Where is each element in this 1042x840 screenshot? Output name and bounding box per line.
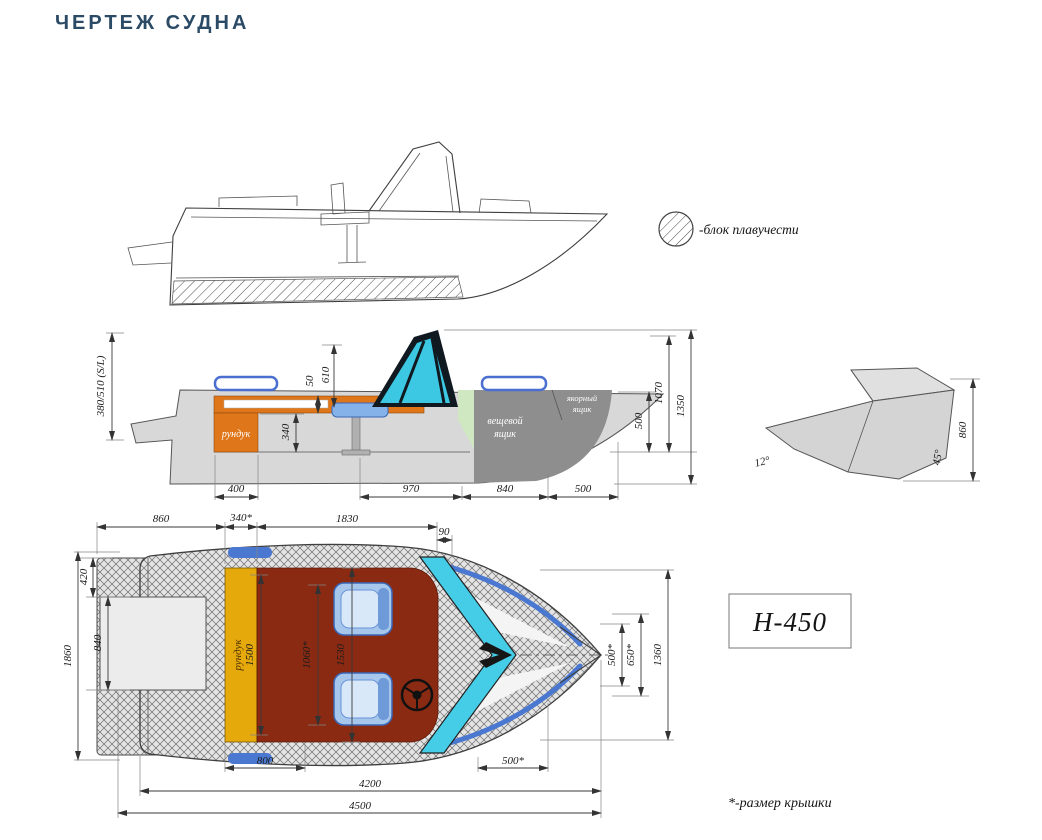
profile-stern-rail	[218, 195, 298, 207]
cutaway-gear-box	[474, 390, 612, 483]
dim-1070-label: 1070	[653, 382, 665, 405]
page-title: ЧЕРТЕЖ СУДНА	[55, 12, 249, 34]
transom-hull	[764, 389, 955, 480]
transom-view: 860 12° 45°	[753, 367, 980, 482]
cutaway-green-panel	[458, 390, 474, 449]
steering-wheel	[400, 678, 434, 712]
top-seat-helm	[333, 582, 393, 636]
top-dim-500-bottom-label: 500*	[502, 755, 525, 767]
buoyancy-legend-swatch	[658, 211, 694, 247]
top-dim-1830-label: 1830	[336, 513, 359, 525]
top-dim-860-label: 860	[153, 513, 170, 525]
model-plate-box	[728, 593, 852, 649]
runduk-cutaway-label: рундук	[221, 429, 251, 440]
profile-buoyancy-block	[171, 276, 464, 305]
top-seat-passenger	[333, 672, 393, 726]
anchor-box-label-line1: якорный	[566, 393, 598, 403]
model-plate: H-450	[728, 593, 852, 649]
buoyancy-legend: -блок плавучести	[658, 211, 799, 247]
seat-base	[341, 449, 371, 456]
dim-1350-label: 1350	[675, 395, 687, 418]
profile-windshield	[368, 141, 461, 214]
angle-45-label: 45°	[931, 448, 946, 466]
top-dim-840-label: 840	[92, 634, 104, 651]
top-bow-wedge-upper	[472, 596, 570, 647]
top-dim-1530-label: 1530	[335, 644, 347, 667]
dim-transom-height-label: 380/510 (S/L)	[95, 355, 107, 417]
cutaway-dimensions: 380/510 (S/L) 50 610 340 500 1070 1350 4…	[95, 329, 697, 500]
cutaway-windshield-glass	[380, 338, 450, 403]
dim-840-label: 840	[497, 483, 514, 495]
top-windshield	[418, 556, 517, 754]
model-label: H-450	[752, 607, 827, 637]
cutaway-bow-rail	[480, 375, 548, 392]
dim-500-right-label: 500	[633, 412, 645, 429]
top-dim-90-label: 90	[439, 526, 451, 538]
cutaway-view: рундук вещевой ящик якорный ящик	[130, 330, 665, 485]
dim-610-label: 610	[320, 366, 332, 383]
top-dim-4500-label: 4500	[349, 800, 372, 812]
top-bow-wedge-lower	[472, 663, 570, 714]
top-dim-800-label: 800	[257, 755, 274, 767]
top-dim-650-label: 650*	[625, 644, 637, 667]
cutaway-shelf-insert	[223, 399, 329, 409]
profile-motor-bracket	[127, 241, 173, 266]
dim-860-transom-label: 860	[957, 421, 969, 438]
profile-view	[127, 141, 609, 306]
top-gunwale-pad-lower	[228, 753, 272, 764]
profile-bow-rail	[478, 198, 532, 214]
top-dim-1860-label: 1860	[62, 645, 74, 668]
top-runduk-strip	[224, 567, 258, 743]
gear-box-label-line1: вещевой	[487, 416, 522, 427]
top-dim-420-label: 420	[78, 568, 90, 585]
top-view-dimensions: 860 340* 1830 90 1860 420 840 1500 1060*…	[62, 512, 674, 818]
dim-970-label: 970	[403, 483, 420, 495]
gear-box-label-line2: ящик	[493, 429, 516, 440]
top-dim-500-inner-label: 500*	[606, 644, 618, 667]
seat-pedestal	[351, 415, 361, 455]
profile-seat	[320, 182, 370, 226]
runduk-top-label: рундук	[232, 639, 244, 672]
top-gunwale-pad-upper	[228, 547, 272, 558]
angle-12-label: 12°	[753, 454, 771, 470]
top-dim-4200-label: 4200	[359, 778, 382, 790]
anchor-box-label-line2: ящик	[572, 404, 593, 414]
top-view: рундук	[96, 543, 612, 767]
top-windshield-apex	[479, 642, 512, 668]
top-dim-340-label: 340*	[229, 512, 253, 524]
cutaway-runduk-box	[213, 412, 259, 453]
buoyancy-legend-label: -блок плавучести	[699, 222, 799, 237]
cutaway-stern-rail	[213, 375, 279, 392]
dim-50-label: 50	[304, 375, 316, 387]
top-dim-1060-label: 1060*	[301, 641, 313, 669]
profile-hull	[169, 207, 609, 306]
top-motor-well	[99, 596, 207, 691]
top-dim-1500-label: 1500	[244, 644, 256, 667]
dim-500-bottom-label: 500	[575, 483, 592, 495]
top-dim-1360-label: 1360	[652, 644, 664, 667]
dim-400-label: 400	[228, 483, 245, 495]
footnote-label: *-размер крышки	[728, 796, 832, 811]
dim-340-label: 340	[280, 423, 292, 441]
